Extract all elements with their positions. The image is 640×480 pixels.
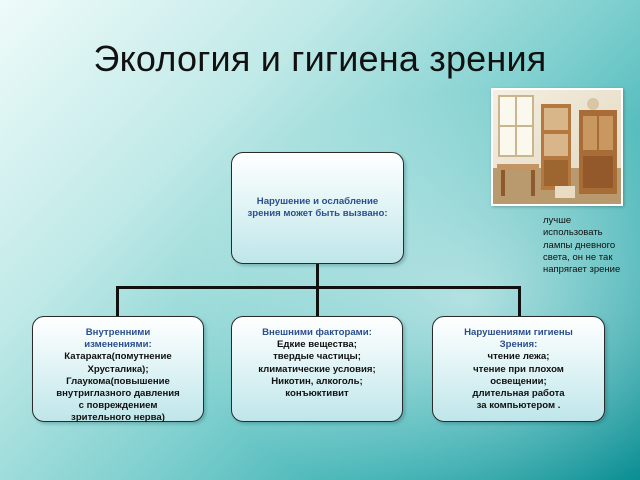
root-box: Нарушение и ослабление зрения может быть… [231,152,404,264]
box-item: твердые частицы; [273,351,361,363]
box-heading: Нарушениями гигиены [464,327,573,338]
slide-title: Экология и гигиена зрения [93,38,547,79]
box-heading: изменениями: [84,339,152,351]
connector-left-down [116,286,119,316]
box-item: Катаракта(помутнение [64,351,172,363]
box-heading: Зрения: [499,339,538,351]
box-item: с повреждением [78,400,158,412]
box-item: Хрусталика); [87,363,149,375]
room-photo [491,88,623,206]
box-heading: Внешними факторами: [262,327,372,338]
root-line: зрения может быть вызвано: [247,208,388,219]
box-item: Никотин, алкоголь; [271,375,363,387]
connector-right-down [518,286,521,316]
connector-root-down [316,264,319,288]
box-item: длительная работа [472,388,565,400]
box-item: чтение при плохом [473,363,564,375]
root-line: Нарушение и ослабление [256,195,379,207]
box-item: за компьютером . [476,400,561,412]
box-item: конъюктивит [285,388,349,400]
box-item: чтение лежа; [487,351,550,363]
external-factors-box: Внешними факторами: Едкие вещества; твер… [231,316,403,422]
box-item: внутриглазного давления [56,388,180,400]
box-item: климатические условия; [258,363,376,375]
internal-causes-box: Внутренними изменениями: Катаракта(помут… [32,316,204,424]
box-item: освещении; [490,375,547,387]
lighting-note: лучше использовать лампы дневного света,… [543,215,621,276]
box-item: Едкие вещества; [277,339,357,351]
connector-middle-down [316,286,319,316]
box-item: Глаукома(повышение [66,375,170,387]
box-heading: Внутренними [85,327,151,338]
hygiene-violations-box: Нарушениями гигиены Зрения: чтение лежа;… [432,316,605,422]
box-item: зрительного нерва) [71,412,165,424]
